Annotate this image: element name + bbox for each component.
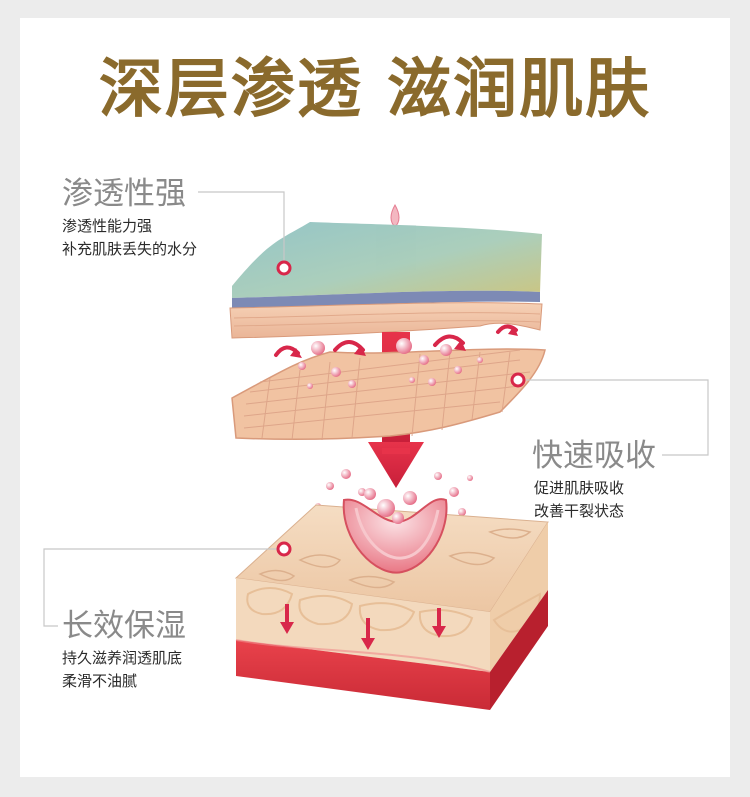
callout-title-moisturizing: 长效保湿 (62, 608, 186, 644)
callout-line: 渗透性能力强 (62, 217, 153, 235)
callout-line: 促进肌肤吸收 (534, 479, 625, 497)
marker-dot-middle (510, 372, 526, 388)
marker-dot-top (276, 260, 292, 276)
callout-connectors (43, 191, 709, 627)
marker-dots (276, 260, 526, 557)
headline: 深层渗透 滋润肌肤 (98, 53, 652, 127)
top-layer (229, 222, 543, 339)
marker-dot-bottom (276, 541, 292, 557)
middle-layer (231, 348, 546, 441)
callout-line: 改善干裂状态 (534, 502, 625, 520)
callout-line: 补充肌肤丢失的水分 (62, 240, 198, 258)
callout-line: 柔滑不油腻 (62, 672, 138, 690)
absorbed-droplet (342, 488, 448, 574)
callout-title-penetration: 渗透性强 (62, 176, 186, 212)
callout-title-absorption: 快速吸收 (532, 438, 656, 474)
callout-line: 持久滋养润透肌底 (62, 649, 183, 667)
